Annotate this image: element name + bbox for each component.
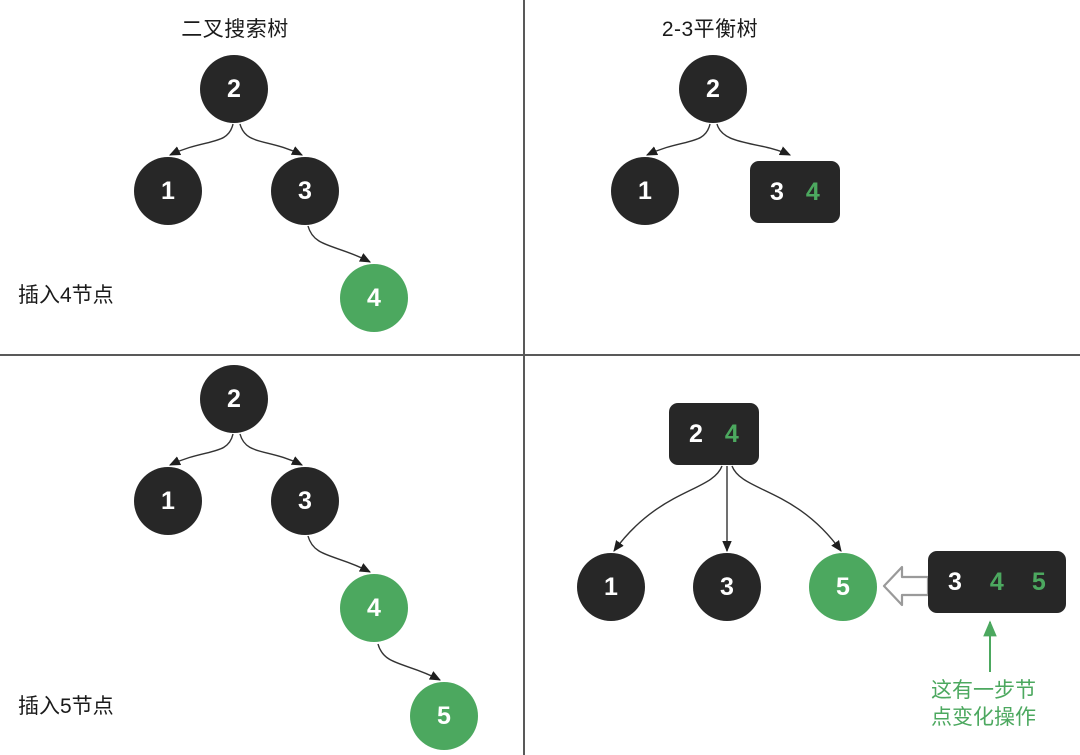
edge-tl-2-to-3 — [239, 123, 304, 156]
node-tr-box-value-3: 3 — [770, 177, 784, 206]
node-bl-inserted-4[interactable]: 4 — [340, 574, 408, 642]
node-br-child-1[interactable]: 1 — [577, 553, 645, 621]
node-br-overflow-box-3-4-5[interactable]: 3 4 5 — [928, 551, 1066, 613]
node-tl-left[interactable]: 1 — [134, 157, 202, 225]
node-tr-root[interactable]: 2 — [679, 55, 747, 123]
divider-horizontal — [0, 354, 1080, 356]
panel-title-two-three-tree: 2-3平衡树 — [661, 18, 759, 41]
edge-bl-4-to-5 — [377, 643, 441, 681]
edge-tr-2-to-box34 — [716, 123, 792, 156]
transform-arrow-icon — [882, 565, 930, 607]
node-tr-left[interactable]: 1 — [611, 157, 679, 225]
edge-tl-3-to-4 — [307, 225, 371, 263]
node-tl-root[interactable]: 2 — [200, 55, 268, 123]
edge-bl-2-to-3 — [239, 433, 304, 466]
edge-tr-2-to-1 — [645, 123, 711, 156]
panel-title-binary-search-tree: 二叉搜索树 — [181, 18, 289, 41]
node-tl-inserted-4[interactable]: 4 — [340, 264, 408, 332]
node-br-root-value-4: 4 — [724, 419, 739, 448]
edge-group-bottom-right — [613, 465, 842, 553]
edge-br-root-to-5 — [731, 465, 842, 552]
edge-bl-3-to-4 — [307, 535, 371, 573]
node-tl-right[interactable]: 3 — [271, 157, 339, 225]
annotation-node-change-note: 这有一步节 点变化操作 — [931, 679, 1036, 729]
node-br-overflow-value-4: 4 — [989, 567, 1004, 596]
node-br-overflow-value-5: 5 — [1031, 567, 1046, 596]
step-label-insert-5: 插入5节点 — [18, 695, 114, 718]
node-bl-left[interactable]: 1 — [134, 467, 202, 535]
edge-bl-2-to-1 — [168, 433, 234, 466]
node-br-root-box-2-4[interactable]: 2 4 — [669, 403, 759, 465]
edge-tl-2-to-1 — [168, 123, 234, 156]
node-br-child-5[interactable]: 5 — [809, 553, 877, 621]
node-bl-right[interactable]: 3 — [271, 467, 339, 535]
divider-vertical — [523, 0, 525, 755]
step-label-insert-4: 插入4节点 — [18, 284, 114, 307]
node-bl-inserted-5[interactable]: 5 — [410, 682, 478, 750]
node-tr-box-value-4: 4 — [805, 177, 820, 206]
edge-br-root-to-1 — [613, 465, 723, 552]
edge-group-top-right — [645, 123, 792, 156]
node-br-child-3[interactable]: 3 — [693, 553, 761, 621]
node-tr-box-3-4[interactable]: 3 4 — [750, 161, 840, 223]
node-br-root-value-2: 2 — [689, 419, 703, 448]
node-br-overflow-value-3: 3 — [948, 567, 962, 596]
node-bl-root[interactable]: 2 — [200, 365, 268, 433]
